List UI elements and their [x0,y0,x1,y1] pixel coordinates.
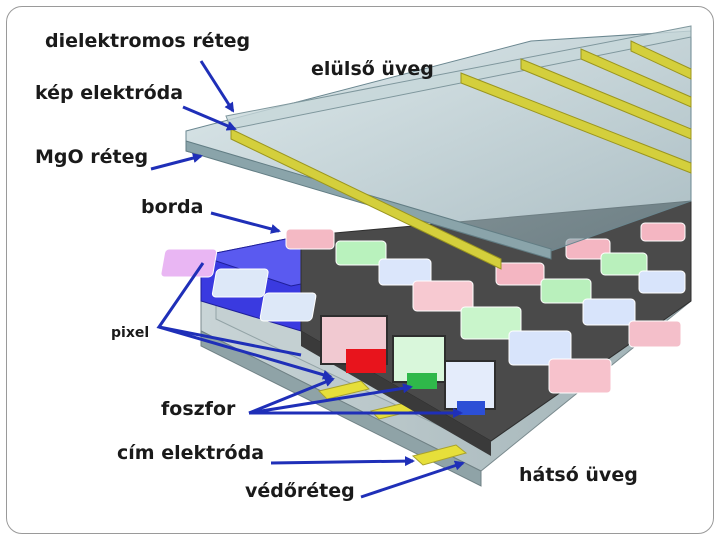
arrow-phosphor-red [248,377,335,415]
pixel-cell [628,320,682,348]
pixel-cell [412,280,474,312]
pixel-cell [378,258,432,286]
pixel-cell [259,292,317,322]
label-rib: borda [141,196,203,218]
front-glass-assembly [185,25,692,270]
arrow-protective [360,460,465,499]
label-mgo-layer: MgO réteg [35,146,148,168]
plasma-panel-diagram: dielektromos réteg kép elektróda MgO rét… [35,25,692,502]
pixel-cell [211,268,269,298]
slide-frame: dielektromos réteg kép elektróda MgO rét… [6,6,714,534]
pixel-cell [495,262,545,286]
phosphor-cells [320,315,496,415]
label-image-electrode: kép elektróda [35,82,183,104]
pixel-cell [540,278,592,304]
arrow-phosphor-green [248,383,413,415]
label-protective-layer: védőréteg [245,480,355,502]
arrow-pixel-b [158,325,333,380]
pixel-cell [548,358,612,394]
label-front-glass: elülső üveg [311,58,434,80]
arrow-image-electrode [182,105,237,131]
pixel-cell [640,222,686,242]
label-pixel: pixel [111,325,149,341]
arrow-dielectric [199,60,235,113]
label-back-glass: hátsó üveg [519,464,638,486]
green-phosphor [407,373,437,389]
label-phosphor: foszfor [161,398,236,420]
pointer-arrows [150,60,465,499]
pixel-cells [160,222,686,394]
red-phosphor [346,349,386,373]
label-address-electrode: cím elektróda [117,442,264,464]
arrow-address-electrode [270,456,415,467]
pixel-cell [508,330,572,366]
pixel-cell [582,298,636,326]
pixel-cell [460,306,522,340]
blue-phosphor [457,401,485,415]
pixel-cell [600,252,648,276]
image-electrodes [230,40,692,270]
arrow-mgo [150,153,203,171]
pixel-cell [285,228,335,250]
arrow-rib [210,211,281,234]
pixel-cell [160,248,218,278]
pixel-cell [638,270,686,294]
label-dielectric-layer: dielektromos réteg [45,30,250,52]
pixel-cell [335,240,387,266]
pixel-cell [565,238,611,260]
